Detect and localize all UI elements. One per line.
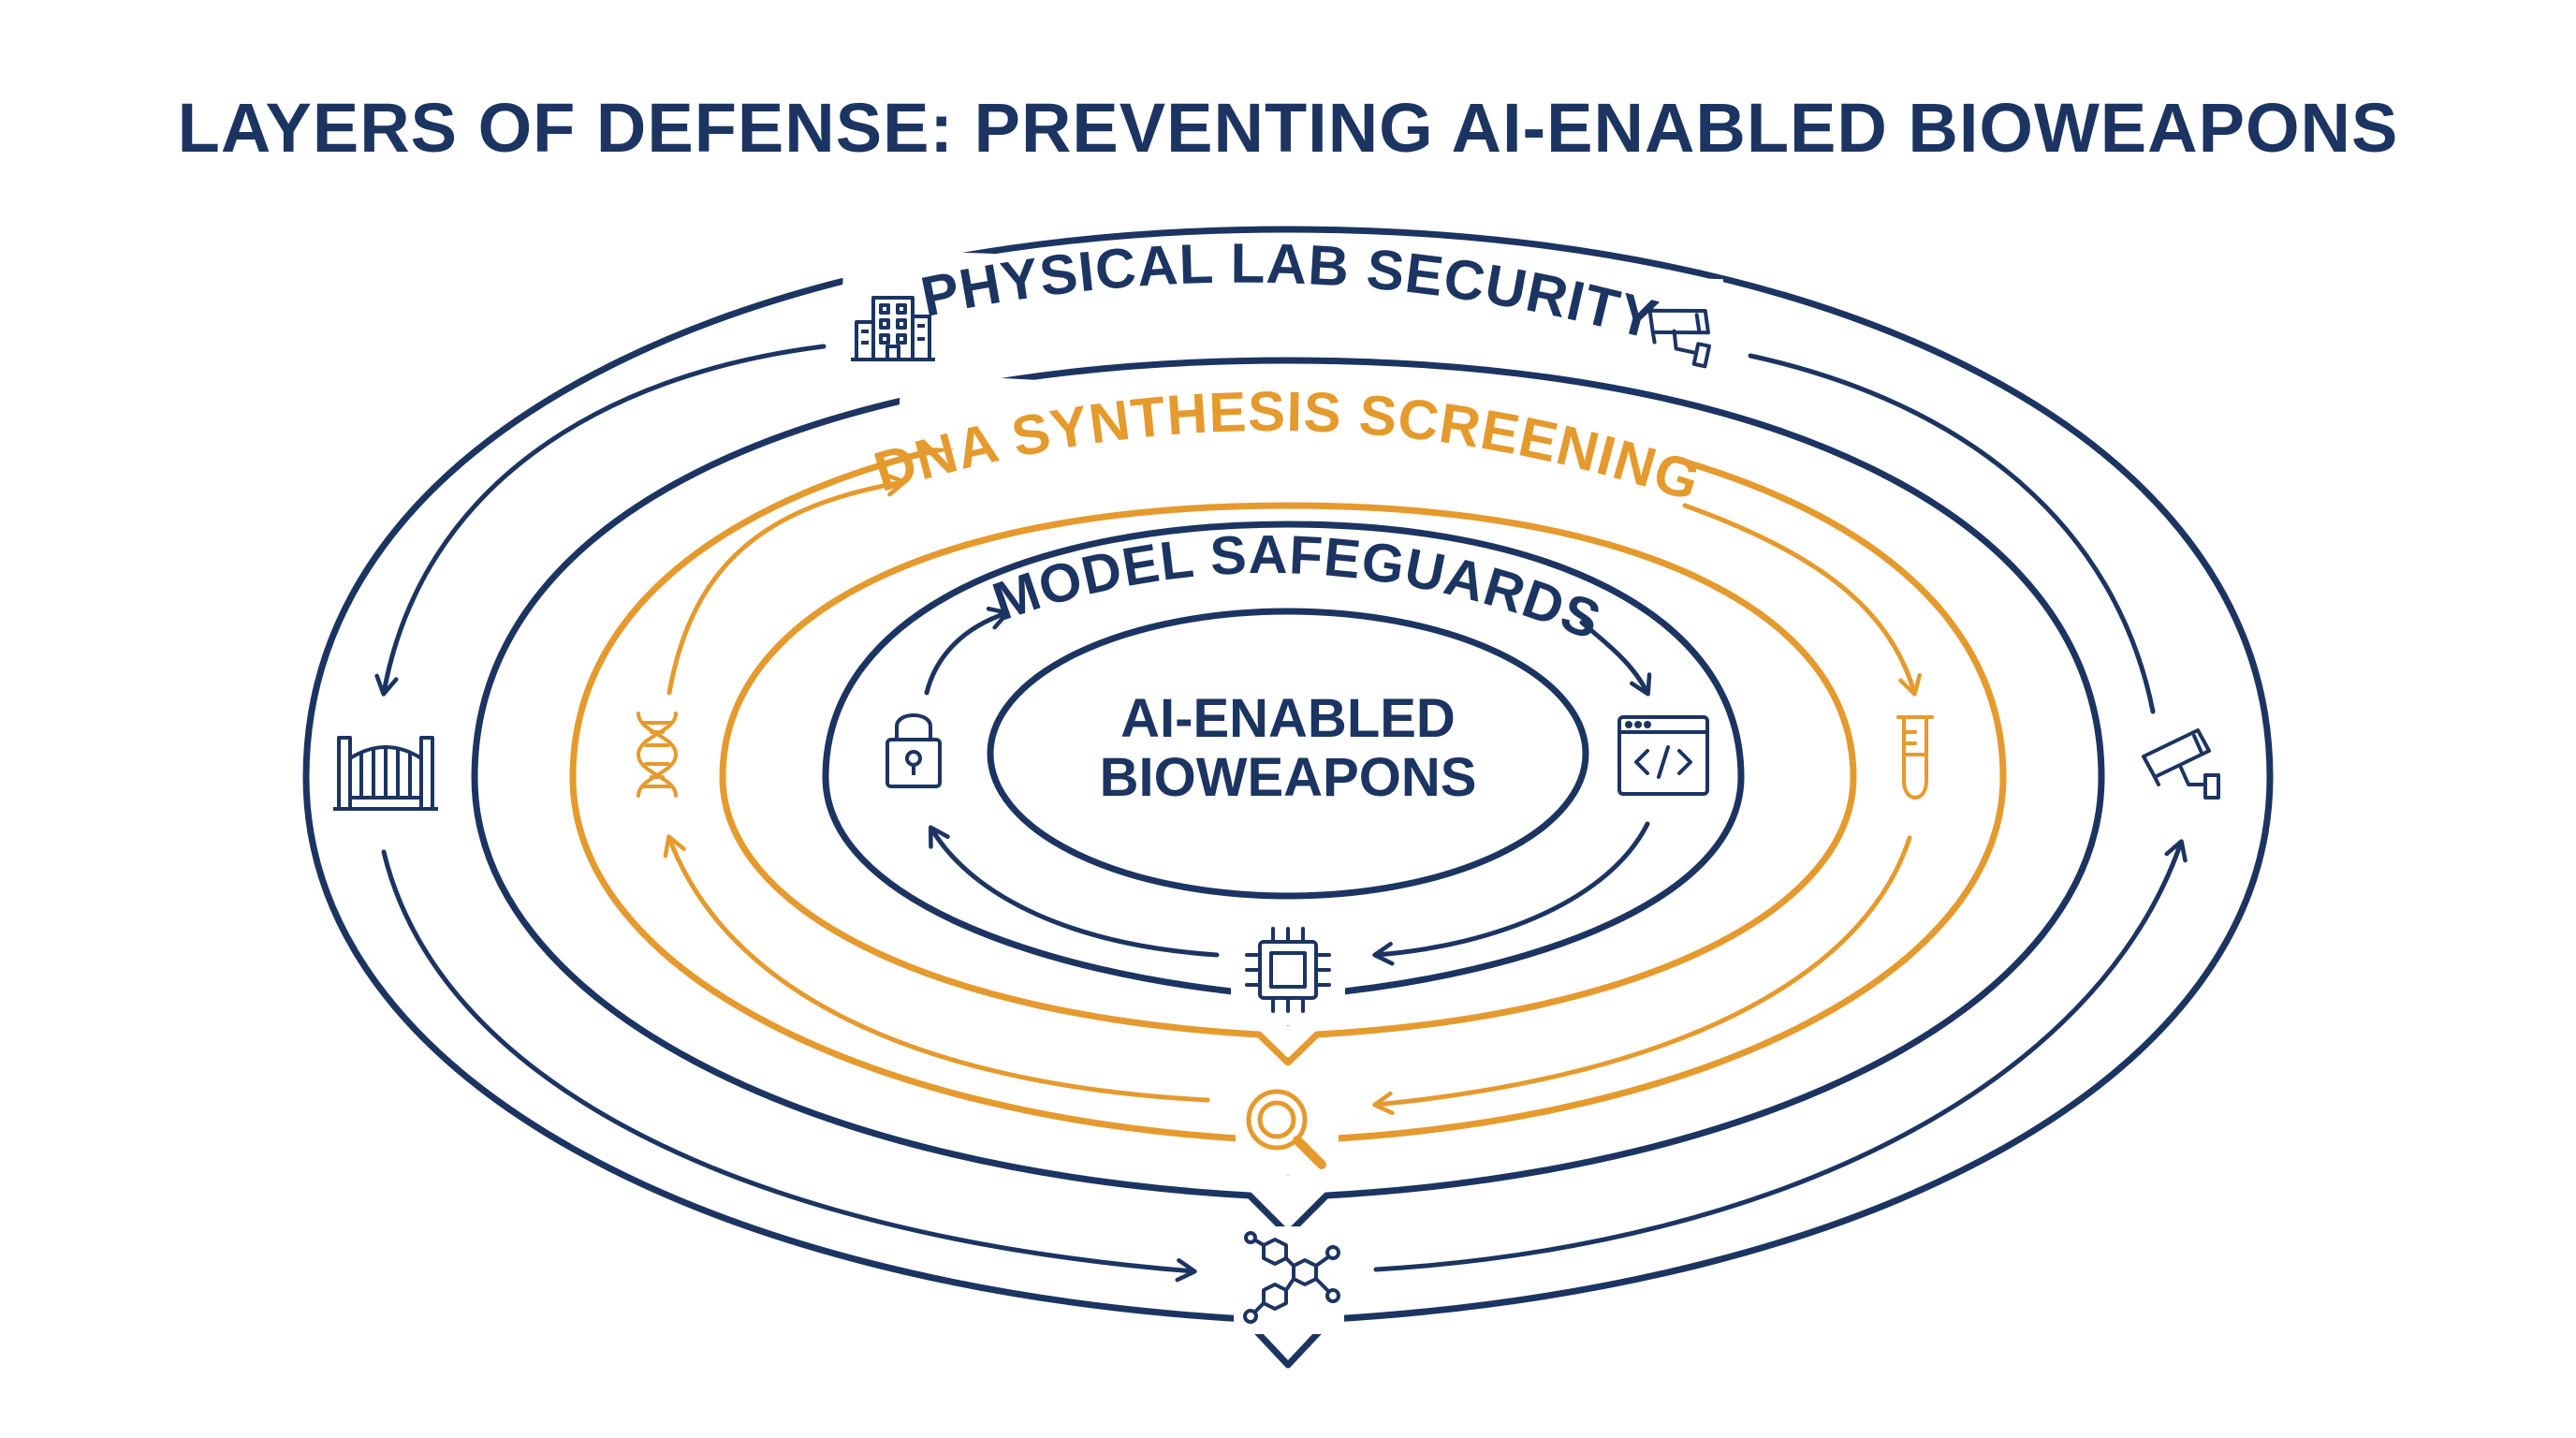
middle-arrow-top-left: [666, 473, 907, 696]
code-window-icon: [1617, 715, 1709, 796]
inner-arrow-bottom-left: [928, 825, 1220, 958]
core-ellipse: [987, 608, 1589, 900]
page-title: LAYERS OF DEFENSE: PREVENTING AI-ENABLED…: [178, 89, 2399, 167]
microchip-icon: [1245, 927, 1331, 1013]
inner-layer-arrows: [924, 607, 1652, 966]
outer-arrow-top-right: [1748, 353, 2156, 714]
office-building-icon: [851, 296, 935, 361]
magnifying-glass-icon: [1246, 1089, 1326, 1169]
outer-layer-rings: [302, 226, 2274, 1369]
core-label-line1: AI-ENABLED: [1120, 688, 1456, 749]
security-camera-icon: [1647, 308, 1711, 369]
inner-arrow-bottom-right: [1372, 821, 1650, 966]
outer-ring-inner-edge: [471, 357, 2105, 1238]
outer-arrow-top-left: [374, 344, 827, 697]
outer-layer-arrows: [374, 344, 2188, 1283]
security-gate-icon: [333, 736, 438, 811]
test-tube-icon: [1896, 715, 1934, 800]
outer-ring-outer-edge: [302, 226, 2274, 1369]
outer-arrow-bottom-left: [381, 849, 1197, 1283]
padlock-icon: [886, 713, 942, 788]
inner-arrow-top-left: [924, 607, 1010, 696]
outer-label-mask: [841, 248, 1724, 355]
inner-layer-ring: [822, 521, 1745, 1026]
outer-arrow-bottom-right: [1373, 839, 2188, 1272]
middle-arrow-bottom-right: [1372, 835, 1912, 1116]
molecule-network-icon: [1243, 1231, 1340, 1324]
middle-arrow-bottom-left: [663, 834, 1210, 1103]
dna-helix-icon: [636, 712, 679, 798]
middle-layer-arrows: [663, 473, 1922, 1116]
middle-arrow-top-right: [1682, 503, 1922, 697]
security-camera-icon: [2142, 728, 2220, 800]
middle-ring-inner-edge: [719, 502, 1857, 1066]
inner-ring-edge: [822, 521, 1745, 1026]
inner-arrow-top-right: [1579, 620, 1652, 697]
middle-label-mask: [897, 373, 1677, 487]
core-label-line2: BIOWEAPONS: [1100, 747, 1477, 808]
